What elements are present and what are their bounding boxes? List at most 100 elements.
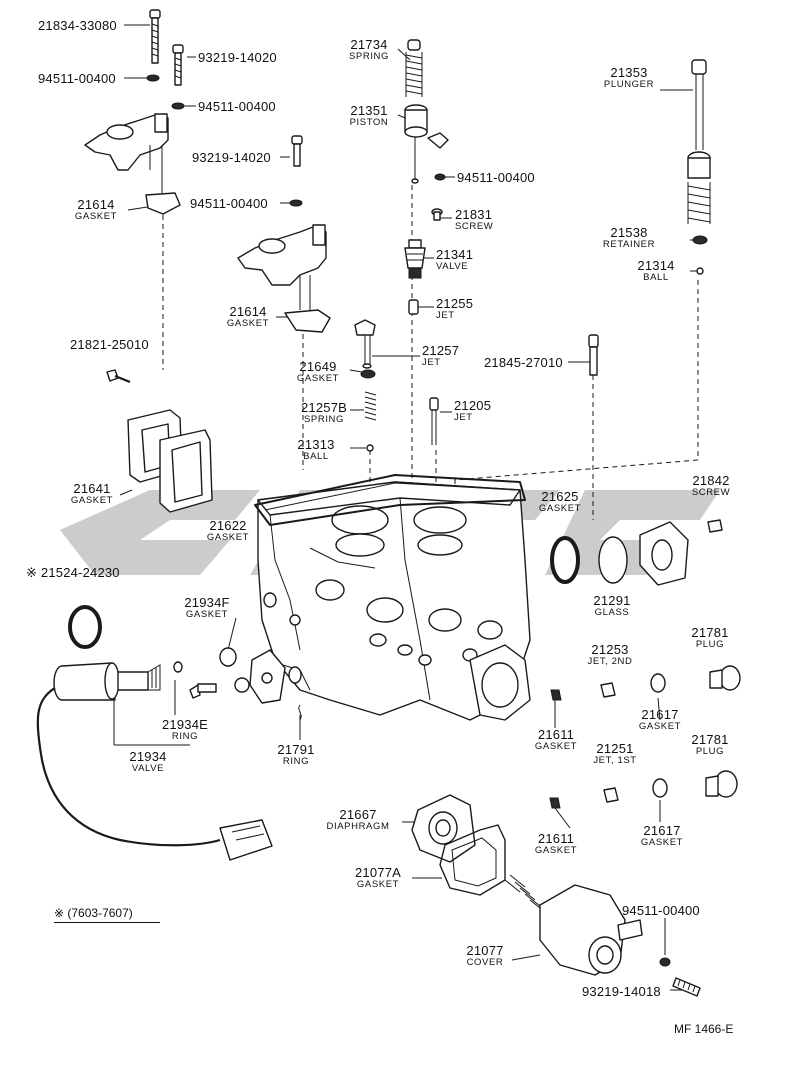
solenoid-valve-21934 — [53, 661, 183, 701]
gasket-21934f — [219, 647, 237, 667]
part-number-label: 94511-00400 — [198, 99, 276, 114]
sight-plate — [639, 521, 689, 586]
washer-icon — [434, 173, 446, 181]
piston-21351 — [404, 104, 449, 184]
washer-icon — [146, 74, 160, 82]
part-number-label: 93219-14018 — [582, 984, 661, 999]
part-number-label: 94511-00400 — [457, 170, 535, 185]
part-number-label: 94511-00400 — [622, 903, 700, 918]
piston-housing-lower — [237, 224, 331, 333]
wire-harness — [36, 687, 221, 847]
piston-housing-upper — [84, 113, 181, 215]
ring-21934e — [189, 683, 217, 699]
bolt-21834 — [149, 9, 161, 64]
part-number-label: 21845-27010 — [484, 355, 563, 370]
screw-21845 — [588, 334, 599, 376]
ball-21314 — [696, 267, 704, 275]
jet-21251 — [603, 787, 619, 803]
plug-21781-a — [709, 665, 741, 691]
ring-21524 — [68, 605, 102, 649]
production-date-note: ※ (7603-7607) — [54, 906, 133, 920]
part-number-label: 21834-33080 — [38, 18, 117, 33]
part-number-label: 21821-25010 — [70, 337, 149, 352]
cover-21077 — [539, 884, 643, 976]
retainer-21538 — [692, 235, 708, 245]
jet-21257 — [354, 319, 376, 369]
gasket-21611-b — [549, 797, 561, 809]
leader-lines — [113, 24, 697, 991]
part-number-label: 94511-00400 — [38, 71, 116, 86]
jet-21205 — [429, 397, 439, 445]
jet-21255 — [408, 299, 419, 315]
bolt-93219-b — [291, 135, 303, 167]
gasket-ring-21649 — [360, 369, 376, 379]
valve-21341 — [404, 239, 426, 279]
gasket-21611-a — [550, 689, 562, 701]
plunger-21353 — [687, 59, 711, 224]
gasket-21617-a — [650, 673, 666, 693]
part-number-label: 94511-00400 — [190, 196, 268, 211]
figure-code: MF 1466-E — [674, 1022, 734, 1036]
connector — [219, 819, 273, 861]
spring-21257b — [364, 391, 377, 421]
part-number-label: 93219-14020 — [198, 50, 277, 65]
bolt-93219-14018 — [672, 977, 701, 997]
part-number-label: ※ 21524-24230 — [26, 565, 120, 580]
part-number-label: 93219-14020 — [192, 150, 271, 165]
carburetor-body — [257, 481, 531, 721]
gasket-21625 — [550, 536, 580, 584]
jet-21253 — [600, 682, 616, 698]
ball-21313 — [366, 444, 374, 452]
bolt-93219-a — [172, 44, 184, 86]
glass-21291 — [598, 536, 628, 584]
spring-21077 — [504, 874, 546, 913]
gasket-21617-b — [652, 778, 668, 798]
screw-21821 — [106, 369, 131, 384]
spring-21734 — [405, 39, 423, 97]
gasket-21622 — [254, 474, 526, 569]
ring-21791 — [298, 704, 302, 721]
washer-icon — [659, 957, 671, 967]
gasket-21641 — [127, 409, 213, 513]
diaphragm-21667 — [411, 794, 476, 863]
note-underline — [54, 922, 160, 923]
choke-linkage — [234, 649, 311, 704]
screw-21842 — [707, 519, 723, 533]
